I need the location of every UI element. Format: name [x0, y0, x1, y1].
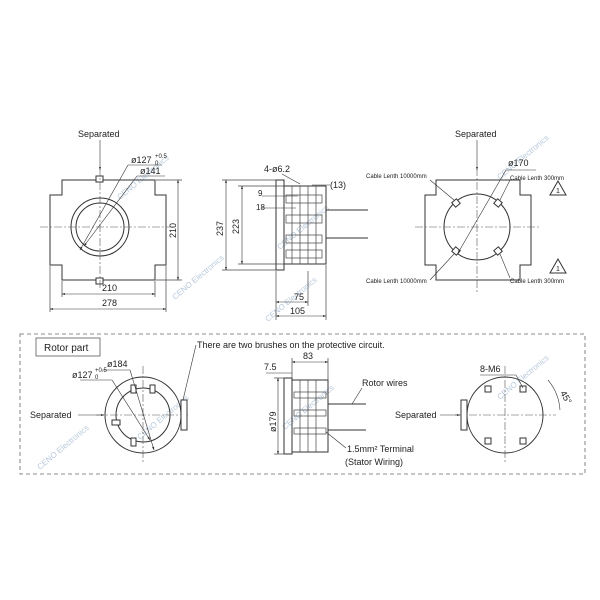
separated-label: Separated	[30, 410, 72, 420]
rotor-frame	[19, 333, 586, 475]
rotor-section: Rotor part There are two brushes on the …	[19, 333, 586, 475]
terminal-label: 1.5mm² Terminal	[347, 444, 414, 454]
rotor-part-label: Rotor part	[44, 343, 89, 354]
separated-label: Separated	[455, 129, 497, 139]
d75-label: 75	[294, 292, 304, 302]
cable-left-top-label: Cable Lenth 10000mm	[366, 174, 427, 180]
rotor-side-view: 83 7.5 ø179 Rotor wires 1.5mm² Terminal …	[264, 351, 414, 467]
stator-side-view: 4-ø6.2 9 18 (13) 237 223	[215, 164, 368, 320]
stator-wiring-label: (Stator Wiring)	[345, 457, 403, 467]
angle-label: 45°	[558, 389, 574, 406]
rotor-wires-label: Rotor wires	[362, 378, 408, 388]
side-flange	[275, 179, 285, 271]
h223-label: 223	[231, 219, 241, 234]
dia184-label: ø184	[107, 359, 128, 369]
watermark-text: CENO Electronics	[36, 423, 91, 471]
watermark-text: CENO Electronics	[171, 253, 226, 301]
stator-back-view: Separated ø170 Cable Lenth 10000mm Cable…	[366, 129, 567, 292]
dia141-label: ø141	[140, 166, 161, 176]
rotor-part-tag	[35, 337, 101, 357]
h237-label: 237	[215, 221, 225, 236]
d83-label: 83	[303, 351, 313, 361]
stator-back-outline	[424, 179, 532, 281]
dia170-label: ø170	[508, 158, 529, 168]
separated-label: Separated	[395, 410, 437, 420]
width-outer-label: 278	[102, 298, 117, 308]
brush-note: There are two brushes on the protective …	[197, 340, 385, 350]
cable-right-bottom-label: Cable Lenth 300mm	[510, 279, 564, 285]
holes-label: 8-M6	[480, 364, 501, 374]
d7-5-label: 7.5	[264, 362, 277, 372]
side-body	[283, 185, 327, 265]
stator-front-view: Separated ø127 +0.5 0 ø141 210 278 21	[40, 129, 182, 312]
tol-upper: +0.5	[155, 154, 168, 160]
cable-right-top-label: Cable Lenth 300mm	[510, 176, 564, 182]
d9-label: 9	[258, 189, 263, 198]
cable-left-bottom-label: Cable Lenth 10000mm	[366, 279, 427, 285]
tol-upper: +0.5	[95, 368, 108, 374]
dia127-label: ø127	[131, 155, 152, 165]
rotor-left-view: ø184 ø127 +0.5 0 Separated	[30, 359, 190, 464]
tol-lower: 0	[155, 161, 159, 167]
warning-mark: 1	[556, 188, 560, 195]
holes-label: 4-ø6.2	[264, 164, 290, 174]
tol-lower: 0	[95, 375, 99, 381]
width-inner-label: 210	[102, 283, 117, 293]
warning-triangle-icon: 1	[549, 179, 567, 196]
d18-label: 18	[256, 203, 265, 212]
rotor-right-view: 8-M6 45° Separated	[395, 364, 574, 464]
warning-mark: 1	[556, 266, 560, 273]
dia179-label: ø179	[268, 411, 278, 432]
warning-triangle-icon: 1	[549, 257, 567, 274]
d13-label: (13)	[330, 180, 346, 190]
d105-label: 105	[290, 306, 305, 316]
stator-body-outline	[49, 179, 167, 281]
separated-label: Separated	[78, 129, 120, 139]
height-label: 210	[168, 223, 178, 238]
dia127-label: ø127	[72, 370, 93, 380]
